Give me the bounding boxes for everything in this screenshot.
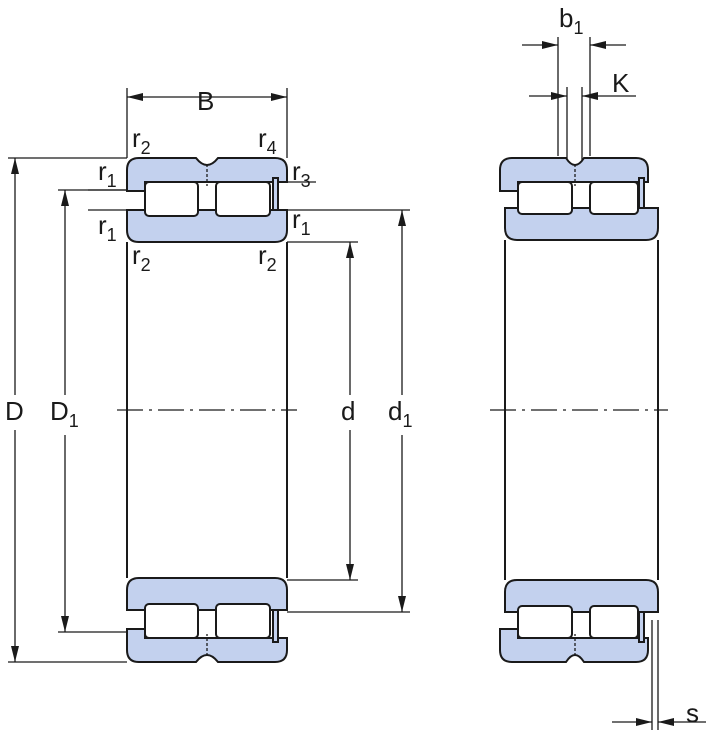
- label-r3: r3: [292, 156, 311, 191]
- label-d1: d1: [388, 396, 412, 431]
- bottom-section: [126, 577, 288, 663]
- label-r2-top: r2: [132, 123, 151, 158]
- label-B: B: [197, 86, 214, 116]
- label-d: d: [341, 396, 355, 426]
- left-view: [117, 157, 297, 663]
- label-b1: b1: [559, 3, 583, 38]
- label-r2-right: r2: [258, 240, 277, 275]
- label-K: K: [612, 68, 630, 98]
- label-r1-lower: r1: [98, 210, 117, 245]
- label-D1: D1: [50, 396, 79, 431]
- label-s: s: [686, 698, 699, 728]
- label-r2-left: r2: [132, 240, 151, 275]
- dimension-labels: B r2 r4 r1 r3 r1 r1 r2 r2 D D1 d d1 b1 K…: [5, 3, 699, 728]
- top-section: [126, 157, 288, 243]
- label-D: D: [5, 396, 24, 426]
- label-r1-upper: r1: [98, 156, 117, 191]
- dimension-lines: [8, 37, 706, 730]
- label-r1-right: r1: [292, 204, 311, 239]
- right-view: [490, 157, 668, 663]
- label-r4: r4: [258, 123, 277, 158]
